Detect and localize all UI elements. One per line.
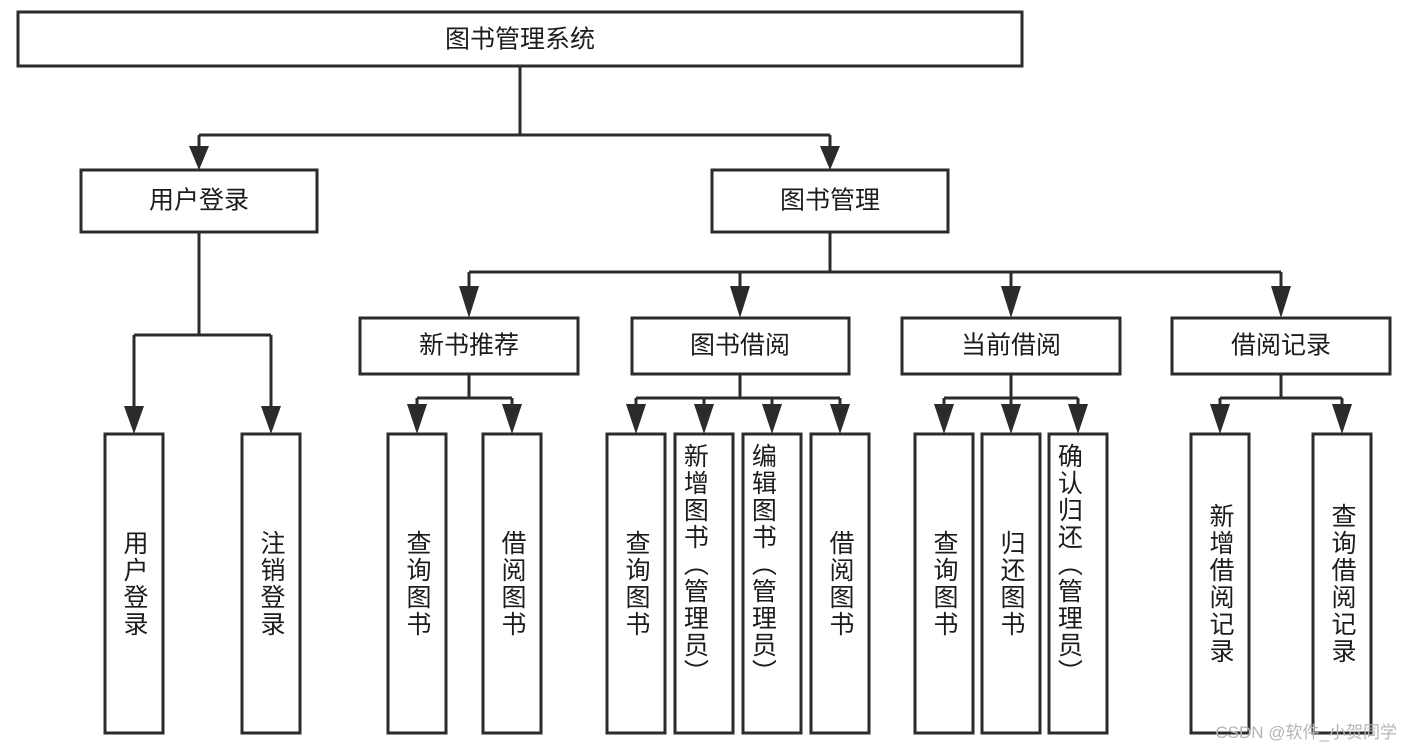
leaf-logout-rect <box>240 432 302 735</box>
leaf-cb-confirm-return-label: 确认归还（管理员） <box>1054 443 1083 686</box>
leaf-bb-edit-book-rect <box>741 432 803 735</box>
arrow-head-cb-leaf-1 <box>934 404 954 434</box>
arrow-head-borrow-record <box>1271 286 1291 318</box>
leaf-bb-edit-book-label: 编辑图书（管理员） <box>748 443 777 686</box>
leaf-bb-add-book-rect <box>673 432 735 735</box>
leaf-bb-query-book-rect <box>605 432 667 735</box>
arrow-head-br-leaf-1 <box>1210 404 1230 434</box>
arrow-head-leaf-logout <box>261 406 281 434</box>
leaf-bb-add-book[interactable]: 新增图书（管理员） <box>673 432 735 735</box>
node-new-book-recommend[interactable]: 新书推荐 <box>358 316 580 376</box>
leaf-bb-edit-book[interactable]: 编辑图书（管理员） <box>741 432 803 735</box>
leaf-cb-return-book-rect <box>980 432 1042 735</box>
leaf-br-add-record[interactable]: 新增借阅记录 <box>1189 432 1251 735</box>
node-user-login-rect <box>79 168 319 234</box>
leaf-user-login[interactable]: 用户登录 <box>103 432 165 735</box>
leaf-br-add-record-rect <box>1189 432 1251 735</box>
leaf-br-query-record-rect <box>1311 432 1373 735</box>
node-current-borrow-label: 当前借阅 <box>961 332 1061 360</box>
node-borrow-record-label: 借阅记录 <box>1231 332 1331 360</box>
leaf-br-query-record[interactable]: 查询借阅记录 <box>1311 432 1373 735</box>
node-new-book-recommend-label: 新书推荐 <box>419 332 519 360</box>
leaf-logout-label: 注销登录 <box>257 530 286 638</box>
node-book-borrow[interactable]: 图书借阅 <box>630 316 851 376</box>
arrow-head-book-manage <box>820 146 840 170</box>
leaf-cb-query-book-label: 查询图书 <box>930 530 959 638</box>
node-current-borrow[interactable]: 当前借阅 <box>900 316 1122 376</box>
node-borrow-record-rect <box>1170 316 1392 376</box>
leaf-user-login-rect <box>103 432 165 735</box>
arrow-head-book-borrow <box>730 286 750 318</box>
node-borrow-record[interactable]: 借阅记录 <box>1170 316 1392 376</box>
node-root-rect <box>16 10 1024 68</box>
arrow-head-nb-leaf-2 <box>502 404 522 434</box>
arrow-head-cb-leaf-3 <box>1068 404 1088 434</box>
leaf-bb-add-book-label: 新增图书（管理员） <box>680 443 709 686</box>
arrow-head-current-borrow <box>1001 286 1021 318</box>
node-root-system[interactable]: 图书管理系统 <box>16 10 1024 68</box>
leaf-nb-borrow-book[interactable]: 借阅图书 <box>481 432 543 735</box>
leaf-bb-borrow-book-label: 借阅图书 <box>826 530 855 638</box>
leaf-nb-query-book[interactable]: 查询图书 <box>386 432 448 735</box>
leaf-bb-borrow-book[interactable]: 借阅图书 <box>809 432 871 735</box>
node-current-borrow-rect <box>900 316 1122 376</box>
csdn-watermark: CSDN @软件_小贺同学 <box>1215 723 1397 742</box>
arrow-head-leaf-user-login <box>124 406 144 434</box>
node-book-management-rect <box>710 168 950 234</box>
connector-layer <box>124 66 1352 434</box>
leaf-nb-borrow-book-label: 借阅图书 <box>498 530 527 638</box>
leaf-cb-query-book[interactable]: 查询图书 <box>913 432 975 735</box>
arrow-head-bb-leaf-1 <box>626 404 646 434</box>
arrow-head-bb-leaf-2 <box>694 404 714 434</box>
arrow-head-bb-leaf-4 <box>830 404 850 434</box>
leaf-cb-confirm-return-rect <box>1047 432 1109 735</box>
leaf-nb-query-book-rect <box>386 432 448 735</box>
node-new-book-recommend-rect <box>358 316 580 376</box>
node-book-management[interactable]: 图书管理 <box>710 168 950 234</box>
arrow-head-nb-leaf-1 <box>407 404 427 434</box>
arrow-head-br-leaf-2 <box>1332 404 1352 434</box>
leaf-cb-query-book-rect <box>913 432 975 735</box>
arrow-head-user-login <box>189 146 209 170</box>
leaf-cb-return-book-label: 归还图书 <box>997 530 1026 638</box>
arrow-head-bb-leaf-3 <box>762 404 782 434</box>
node-root-label: 图书管理系统 <box>445 26 595 54</box>
node-user-login-label: 用户登录 <box>149 187 249 215</box>
leaf-br-add-record-label: 新增借阅记录 <box>1206 503 1235 665</box>
leaf-logout[interactable]: 注销登录 <box>240 432 302 735</box>
leaf-bb-query-book-label: 查询图书 <box>622 530 651 638</box>
arrow-head-cb-leaf-2 <box>1001 404 1021 434</box>
node-book-borrow-rect <box>630 316 851 376</box>
leaf-cb-return-book[interactable]: 归还图书 <box>980 432 1042 735</box>
node-book-borrow-label: 图书借阅 <box>690 332 790 360</box>
leaf-br-query-record-label: 查询借阅记录 <box>1328 503 1357 665</box>
node-user-login[interactable]: 用户登录 <box>79 168 319 234</box>
leaf-bb-borrow-book-rect <box>809 432 871 735</box>
node-book-management-label: 图书管理 <box>780 187 880 215</box>
arrow-head-new-book-recommend <box>459 286 479 318</box>
leaf-cb-confirm-return[interactable]: 确认归还（管理员） <box>1047 432 1109 735</box>
leaf-nb-query-book-label: 查询图书 <box>403 530 432 638</box>
leaf-user-login-label: 用户登录 <box>120 530 149 638</box>
leaf-bb-query-book[interactable]: 查询图书 <box>605 432 667 735</box>
leaf-nb-borrow-book-rect <box>481 432 543 735</box>
